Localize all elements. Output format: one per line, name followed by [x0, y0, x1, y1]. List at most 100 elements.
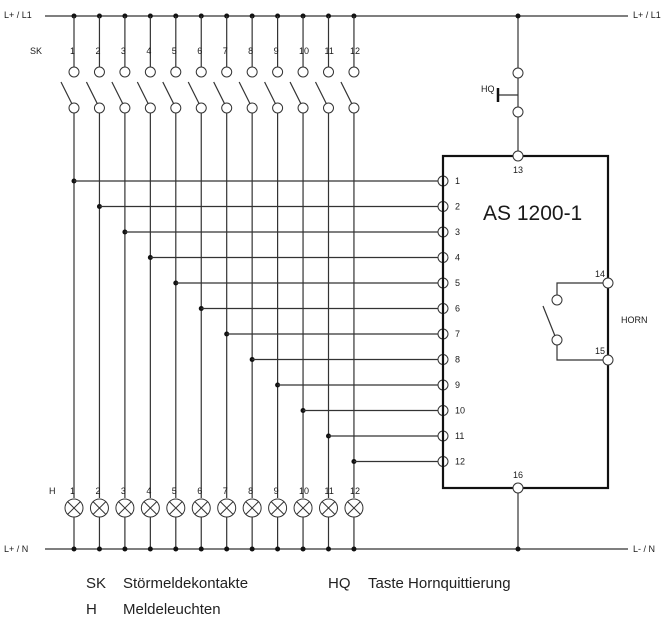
sk-number-11: 11: [325, 46, 334, 56]
h-number-9: 9: [274, 486, 279, 496]
h-number-2: 2: [95, 486, 100, 496]
lamp-cross-b-2: [92, 501, 107, 515]
wiring-diagram: L+ / L1 L+ / L1 L+ / N L- / N SK H 11122…: [4, 10, 661, 554]
sk-terminal-top-1: [68, 66, 80, 78]
lamp-cross-b-1: [67, 501, 81, 515]
input-number-8: 8: [455, 355, 460, 365]
input-number-7: 7: [455, 329, 460, 339]
sk-terminal-bottom-9: [272, 102, 284, 114]
h-number-6: 6: [197, 486, 202, 496]
lamp-cross-b-10: [296, 501, 310, 515]
sk-terminal-bottom-12: [348, 102, 360, 114]
sk-terminal-top-9: [272, 66, 284, 78]
sk-contact-12: [340, 81, 353, 105]
input-number-5: 5: [455, 278, 460, 288]
terminal-16: [512, 482, 524, 494]
sk-number-9: 9: [274, 46, 279, 56]
horn-contact: [542, 277, 614, 366]
sk-terminal-top-12: [348, 66, 360, 78]
lamp-cross-b-9: [270, 501, 285, 515]
h-number-3: 3: [121, 486, 126, 496]
lamp-cross-b-6: [194, 501, 209, 515]
lamp-cross-b-7: [219, 501, 234, 515]
bottom-junction-11: [326, 546, 331, 552]
hq-label: HQ: [481, 84, 495, 94]
sk-number-1: 1: [70, 46, 75, 56]
terminal-14-label: 14: [595, 269, 605, 279]
sk-terminal-top-5: [170, 66, 182, 78]
legend-h-key: H: [86, 601, 97, 618]
lamp-cross-b-5: [169, 501, 183, 515]
return-junction: [515, 546, 521, 552]
terminal-16-label: 16: [513, 470, 523, 480]
sk-number-4: 4: [146, 46, 151, 56]
sk-contact-8: [238, 81, 251, 105]
sk-terminal-top-7: [221, 66, 233, 78]
sk-terminal-bottom-4: [144, 102, 156, 114]
input-number-11: 11: [455, 431, 464, 441]
sk-terminal-bottom-11: [323, 102, 334, 114]
sk-number-5: 5: [172, 46, 177, 56]
sk-number-7: 7: [223, 46, 228, 56]
h-number-4: 4: [146, 486, 151, 496]
sk-number-2: 2: [95, 46, 100, 56]
input-number-4: 4: [455, 253, 460, 263]
sk-terminal-bottom-5: [170, 102, 182, 114]
input-number-2: 2: [455, 202, 460, 212]
h-number-11: 11: [325, 486, 334, 496]
rail-label-top-right: L+ / L1: [633, 10, 661, 20]
terminal-15-label: 15: [595, 346, 605, 356]
legend-hq-text: Taste Hornquittierung: [368, 575, 511, 592]
lamp-cross-b-11: [321, 501, 336, 515]
bottom-junction-12: [351, 546, 357, 552]
sk-contact-7: [213, 81, 226, 105]
bottom-junction-1: [71, 546, 77, 552]
sk-contact-3: [111, 81, 124, 105]
bottom-junction-6: [198, 546, 204, 552]
h-label: H: [49, 486, 56, 496]
sk-terminal-top-11: [323, 66, 334, 78]
sk-terminal-bottom-1: [68, 102, 80, 114]
sk-terminal-top-3: [119, 66, 131, 78]
sk-terminal-bottom-8: [246, 102, 258, 114]
sk-contact-2: [85, 81, 98, 105]
sk-terminal-bottom-6: [195, 102, 207, 114]
input-number-10: 10: [455, 406, 465, 416]
hq-button: [496, 16, 524, 151]
bottom-junction-3: [122, 546, 128, 552]
lamp-cross-b-8: [245, 501, 259, 515]
sk-number-3: 3: [121, 46, 126, 56]
input-number-12: 12: [455, 457, 465, 467]
legend-sk-text: Störmeldekontakte: [123, 575, 249, 592]
sk-number-12: 12: [350, 46, 360, 56]
sk-terminal-top-10: [297, 66, 309, 78]
sk-terminal-bottom-7: [221, 102, 233, 114]
h-number-10: 10: [299, 486, 309, 496]
sk-contact-5: [162, 81, 175, 105]
sk-terminal-top-8: [246, 66, 258, 78]
bottom-junction-10: [300, 546, 306, 552]
sk-terminal-bottom-3: [119, 102, 131, 114]
input-number-6: 6: [455, 304, 460, 314]
lamp-cross-b-3: [118, 501, 132, 515]
terminal-13: [512, 150, 524, 162]
input-number-1: 1: [455, 176, 460, 186]
rail-label-top-left: L+ / L1: [4, 10, 32, 20]
h-number-7: 7: [223, 486, 228, 496]
supply-junction: [515, 13, 521, 19]
legend-sk-key: SK: [86, 575, 107, 592]
bottom-junction-7: [224, 546, 230, 552]
sk-terminal-top-2: [93, 66, 105, 78]
sk-label: SK: [30, 46, 42, 56]
legend-hq-key: HQ: [328, 575, 351, 592]
lamp-cross-b-4: [143, 501, 158, 515]
bottom-junction-8: [249, 546, 255, 552]
rail-label-bottom-left: L+ / N: [4, 544, 28, 554]
sk-number-6: 6: [197, 46, 202, 56]
sk-contact-1: [60, 81, 73, 105]
bottom-junction-9: [275, 546, 281, 552]
as1200-device: [441, 154, 610, 490]
horn-label: HORN: [621, 315, 648, 325]
input-number-3: 3: [455, 227, 460, 237]
bottom-junction-5: [173, 546, 179, 552]
